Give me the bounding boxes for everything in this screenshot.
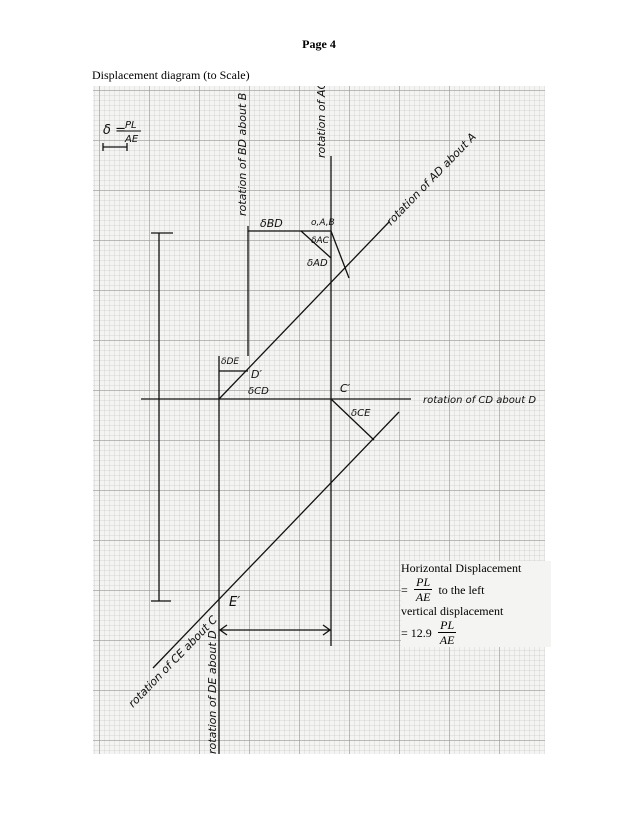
formula-numerator: PL: [125, 120, 137, 131]
fraction-pl-ae-vertical: PL AE: [437, 618, 457, 647]
line-delta-ce: [330, 398, 375, 441]
formula-denominator: AE: [124, 134, 139, 145]
displacement-results: Horizontal Displacement = PL AE to the l…: [401, 561, 551, 647]
equals-sign: =: [401, 582, 408, 597]
fraction-numerator: PL: [437, 618, 457, 633]
label-rotation-cd: rotation of CD about D: [423, 395, 536, 406]
vertical-coefficient: = 12.9: [401, 625, 432, 640]
line-rotation-ce: [152, 411, 400, 669]
label-rotation-de: rotation of DE about D: [206, 630, 219, 754]
line-delta-ad: [330, 230, 350, 279]
horizontal-displacement-value: = PL AE to the left: [401, 575, 551, 604]
label-origin: o,A,B: [311, 218, 335, 228]
label-delta-ad: δAD: [307, 258, 328, 269]
label-rotation-ac: rotation of AC about A: [315, 86, 328, 158]
label-rotation-ad: rotation of AD about A: [384, 130, 479, 228]
label-delta-de: δDE: [221, 357, 239, 367]
displacement-diagram-scan: δ = PL AE rotation of BD about B rotatio…: [93, 86, 545, 754]
figure-caption: Displacement diagram (to Scale): [92, 68, 250, 82]
label-rotation-bd: rotation of BD about B: [236, 93, 249, 216]
vertical-displacement-value: = 12.9 PL AE: [401, 618, 551, 647]
label-d-prime: D′: [251, 368, 262, 381]
page-number: Page 4: [302, 37, 336, 51]
label-delta-ac: δAC: [311, 236, 330, 246]
vertical-displacement-title: vertical displacement: [401, 604, 504, 618]
line-rotation-ad: [218, 221, 390, 400]
label-delta-ce: δCE: [351, 408, 371, 419]
label-delta-cd: δCD: [248, 386, 269, 397]
fraction-numerator: PL: [413, 575, 433, 590]
label-c-prime: C′: [340, 382, 351, 395]
line-delta-ac: [300, 230, 332, 259]
fraction-denominator: AE: [439, 633, 455, 647]
label-e-prime: E′: [229, 595, 240, 610]
label-delta-bd: δBD: [260, 217, 283, 230]
fraction-denominator: AE: [415, 590, 431, 604]
fraction-pl-ae: PL AE: [413, 575, 433, 604]
formula-delta: δ =: [103, 123, 126, 138]
direction-text: to the left: [438, 582, 485, 597]
displacement-diagram: δ = PL AE rotation of BD about B rotatio…: [102, 86, 536, 754]
horizontal-displacement-title: Horizontal Displacement: [401, 561, 522, 575]
